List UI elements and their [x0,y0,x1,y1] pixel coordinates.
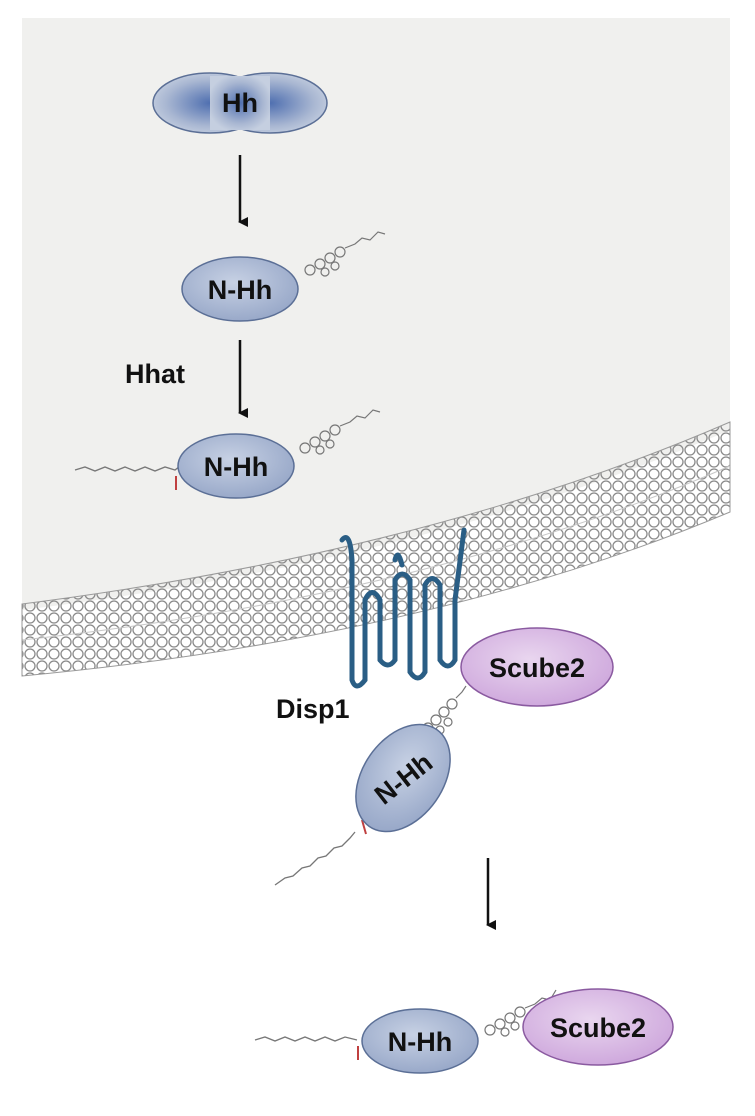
palmitate-chain-icon [74,465,181,472]
scube2-label-membrane: Scube2 [489,653,585,683]
nhh-cholesterol-modified: N-Hh [181,231,386,322]
disp1-transporter [339,527,467,689]
cholesterol-moiety-icon [299,409,381,455]
nhh-dual-lipidated: N-Hh [74,409,381,499]
hh-protein: Hh [152,72,328,134]
palmitate-link-mark [361,819,367,835]
nhh-label-1: N-Hh [208,275,272,305]
disp1-label: Disp1 [276,694,350,724]
palmitate-chain-icon [254,1036,358,1042]
nhh-label-4: N-Hh [388,1027,452,1057]
palmitate-chain-icon [274,831,356,886]
nhh-label-2: N-Hh [204,452,268,482]
hh-label: Hh [222,88,258,118]
nhh-scube2-complex: N-Hh Scube2 [254,988,674,1074]
hhat-label: Hhat [125,359,185,389]
scube2-label-final: Scube2 [550,1013,646,1043]
plasma-membrane [21,421,731,677]
nhh-handoff: N-Hh [274,685,467,886]
cholesterol-moiety-icon [304,231,386,277]
scube2-membrane-bound: Scube2 [460,627,614,707]
